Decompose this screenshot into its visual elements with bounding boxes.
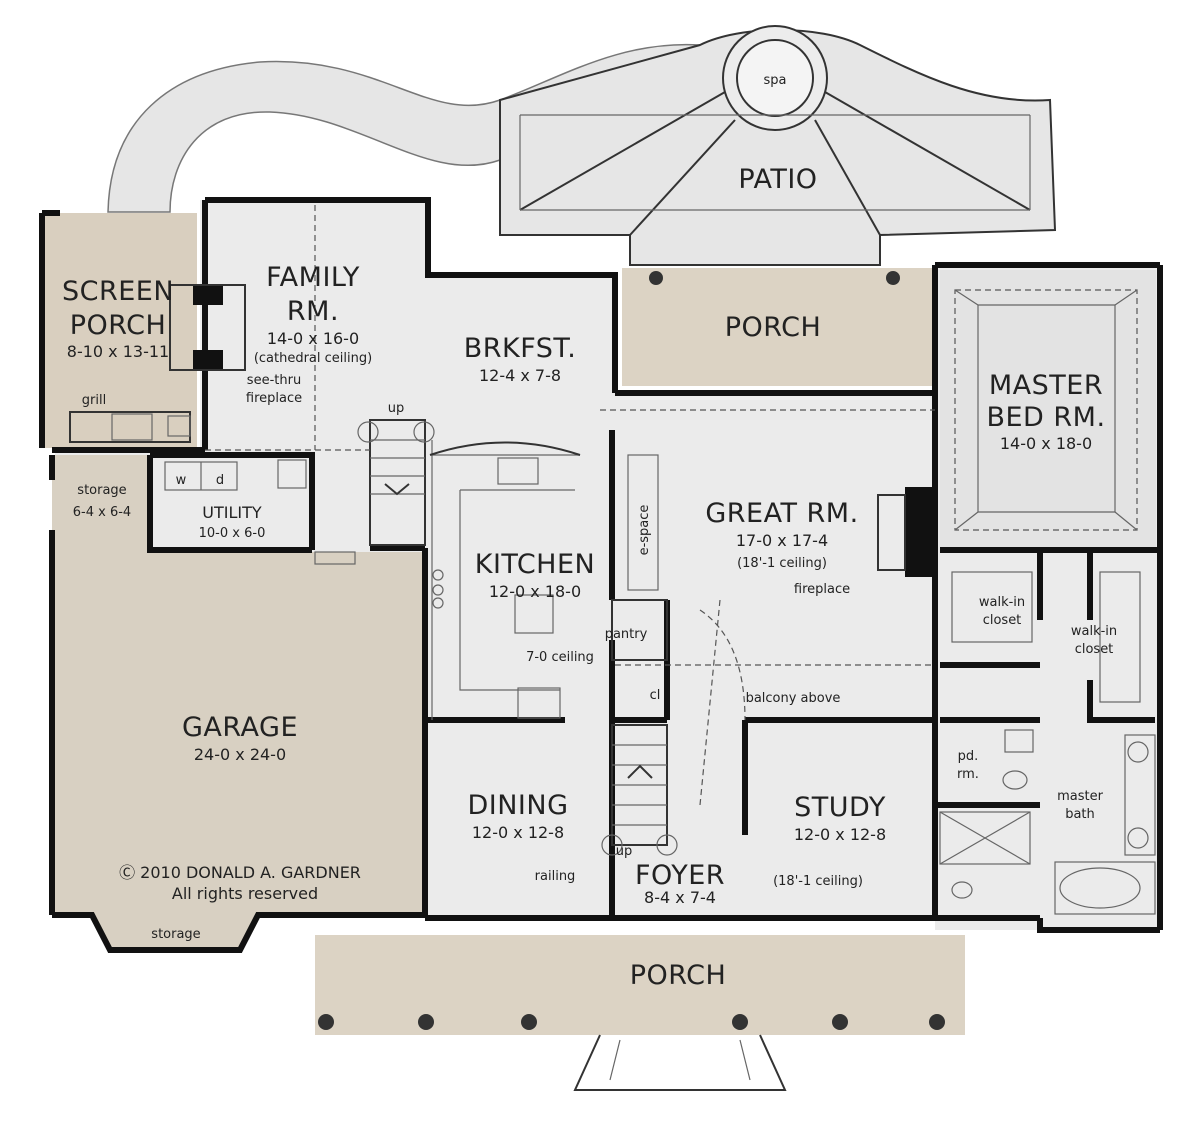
garage-label: GARAGE [182, 712, 298, 743]
powder-room-label: rm. [957, 767, 979, 782]
family-room-dims: 14-0 x 16-0 [267, 329, 359, 348]
room-fills [42, 29, 1160, 1035]
family-room-note: (cathedral ceiling) [254, 351, 372, 366]
screen-porch-label: SCREEN [62, 276, 174, 307]
master-bed-label: BED RM. [986, 402, 1105, 433]
column [732, 1014, 748, 1030]
patio-label: PATIO [738, 164, 817, 195]
washer-label: w [176, 473, 187, 488]
see-thru-fireplace-label: fireplace [246, 391, 302, 406]
spa-inner [736, 39, 814, 117]
stair-up-label: up [616, 844, 633, 859]
dryer-label: d [216, 473, 224, 488]
storage-label: storage [151, 927, 200, 942]
breakfast-dims: 12-4 x 7-8 [479, 366, 561, 385]
dining-dims: 12-0 x 12-8 [472, 823, 564, 842]
family-room-label: FAMILY [266, 262, 360, 293]
walk-in-closet-label: walk-in [1071, 624, 1117, 639]
family-room-label: RM. [287, 296, 339, 327]
fireplace-label: fireplace [794, 582, 850, 597]
walls [39, 197, 1163, 953]
great-room-fireplace [905, 487, 935, 577]
copyright-text: All rights reserved [172, 884, 318, 903]
utility-label: UTILITY [202, 503, 262, 522]
see-thru-fireplace-hearth [193, 285, 223, 305]
rear-porch-area [622, 268, 934, 386]
pantry-label: pantry [605, 627, 648, 642]
porch-columns [318, 271, 945, 1091]
garage-dims: 24-0 x 24-0 [194, 745, 286, 764]
stair-up-label: up [388, 401, 405, 416]
screen-porch-area [42, 213, 197, 448]
front-porch-label: PORCH [630, 960, 727, 991]
copyright-text: Ⓒ 2010 DONALD A. GARDNER [119, 863, 361, 882]
storage-label: storage [77, 483, 126, 498]
fixtures [69, 205, 1156, 915]
see-thru-fireplace-hearth [193, 350, 223, 370]
column [832, 1014, 848, 1030]
column [418, 1014, 434, 1030]
foyer-dims: 8-4 x 7-4 [644, 888, 716, 907]
see-thru-fireplace-label: see-thru [247, 373, 301, 388]
master-bed-label: MASTER [989, 370, 1103, 401]
screen-porch-dims: 8-10 x 13-11 [67, 342, 169, 361]
column [649, 271, 663, 285]
balcony-label: balcony above [746, 691, 841, 706]
great-room-dims: 17-0 x 17-4 [736, 531, 828, 550]
patio-details [519, 25, 1031, 236]
master-bed-area [940, 270, 1156, 548]
column [521, 1014, 537, 1030]
fireplaces [169, 284, 935, 577]
great-room-label: GREAT RM. [705, 498, 858, 529]
kitchen-label: KITCHEN [475, 549, 596, 580]
e-space-label: e-space [637, 505, 652, 556]
column [886, 271, 900, 285]
study-dims: 12-0 x 12-8 [794, 825, 886, 844]
master-bath-label: bath [1065, 807, 1095, 822]
labels: SCREEN PORCH 8-10 x 13-11 grill storage … [62, 73, 1117, 991]
utility-dims: 10-0 x 6-0 [199, 526, 266, 541]
master-bath-label: master [1057, 789, 1103, 804]
rear-porch-label: PORCH [725, 312, 822, 343]
column [318, 1014, 334, 1030]
spa-label: spa [764, 73, 787, 88]
storage-dims: 6-4 x 6-4 [73, 505, 131, 520]
screen-porch-label: PORCH [70, 310, 167, 341]
railing-label: railing [535, 869, 576, 884]
great-room-note: (18'-1 ceiling) [737, 556, 827, 571]
foyer-label: FOYER [635, 860, 725, 891]
dining-label: DINING [467, 790, 568, 821]
master-bed-dims: 14-0 x 18-0 [1000, 434, 1092, 453]
powder-room-label: pd. [958, 749, 979, 764]
ceiling-note: 7-0 ceiling [526, 650, 594, 665]
walk-in-closet-label: closet [1075, 642, 1114, 657]
foyer-ceiling-note: (18'-1 ceiling) [773, 874, 863, 889]
grill-label: grill [82, 393, 106, 408]
closet-label: cl [650, 688, 661, 703]
study-label: STUDY [794, 792, 886, 823]
walk-in-closet-label: walk-in [979, 595, 1025, 610]
breakfast-label: BRKFST. [464, 333, 577, 364]
kitchen-dims: 12-0 x 18-0 [489, 582, 581, 601]
walk-in-closet-label: closet [983, 613, 1022, 628]
column [929, 1014, 945, 1030]
garage-area [52, 455, 425, 950]
